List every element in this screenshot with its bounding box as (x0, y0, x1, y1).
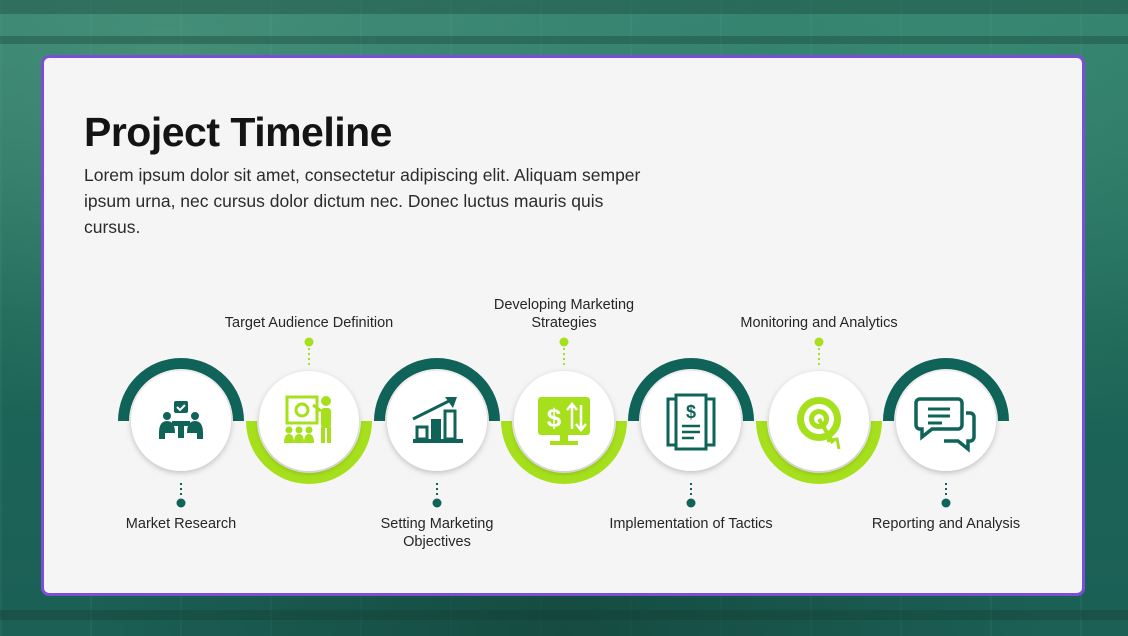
step-label: Developing Marketing Strategies (493, 297, 635, 331)
document-dollar-icon: $ (666, 393, 716, 451)
chat-bubbles-icon (914, 397, 976, 453)
step-label: Implementation of Tactics (609, 516, 773, 532)
step-arc (501, 421, 627, 484)
step-label: Reporting and Analysis (871, 516, 1021, 532)
step-arc (246, 421, 372, 484)
step-arc (628, 358, 754, 421)
growth-chart-icon (412, 397, 463, 443)
timeline-step-7 (883, 358, 1009, 508)
step-dot (686, 498, 696, 508)
timeline-step-3 (374, 358, 500, 508)
target-icon (797, 397, 841, 450)
timeline-step-5: $ (628, 358, 754, 508)
timeline-step-4: $ (501, 337, 627, 484)
step-circle (641, 371, 741, 471)
step-arc (118, 358, 244, 421)
presentation-icon (284, 395, 331, 443)
step-dot (304, 337, 314, 347)
step-dot (176, 498, 186, 508)
step-dot (559, 337, 569, 347)
step-arc (374, 358, 500, 421)
finance-monitor-icon: $ (538, 397, 590, 445)
team-meeting-icon (159, 401, 203, 439)
step-label: Target Audience Definition (224, 315, 394, 331)
svg-text:$: $ (547, 403, 562, 433)
svg-text:$: $ (686, 402, 696, 422)
step-dot (432, 498, 442, 508)
step-dot (814, 337, 824, 347)
step-label: Setting Marketing Objectives (380, 516, 494, 550)
step-circle (896, 371, 996, 471)
description-text: Lorem ipsum dolor sit amet, consectetur … (84, 165, 641, 237)
step-arc (756, 421, 882, 484)
step-dot (941, 498, 951, 508)
slide-card: Project Timeline Lorem ipsum dolor sit a… (41, 55, 1085, 596)
step-label: Market Research (125, 516, 237, 532)
step-arc (883, 358, 1009, 421)
timeline-step-2 (246, 337, 372, 484)
page-title: Project Timeline (84, 109, 392, 155)
timeline-step-1 (118, 358, 244, 508)
timeline-step-6 (756, 337, 882, 484)
step-circle (259, 371, 359, 471)
step-label: Monitoring and Analytics (740, 315, 898, 331)
